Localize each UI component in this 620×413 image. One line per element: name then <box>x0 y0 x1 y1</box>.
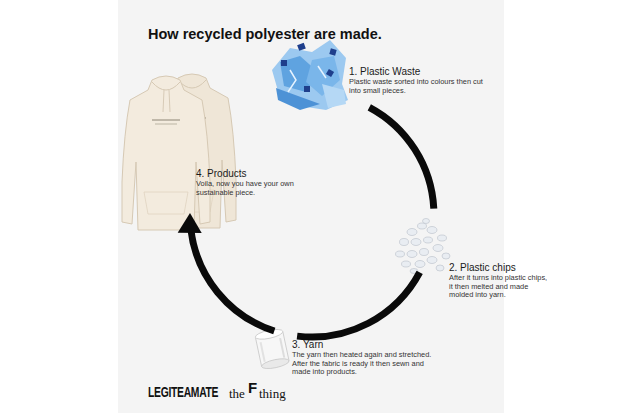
diagram-title: How recycled polyester are made. <box>148 26 382 42</box>
brand-logo-part: thing <box>259 386 286 402</box>
step-heading: 3. Yarn <box>292 339 444 350</box>
arrow-head <box>178 213 202 233</box>
step-heading: 2. Plastic chips <box>449 262 551 273</box>
cycle-arc <box>297 272 420 337</box>
step-description: Plastic waste sorted into colours then c… <box>349 78 487 95</box>
step-description: After it turns into plastic chips, it th… <box>449 274 551 300</box>
plastic-bottles-illustration <box>272 40 348 110</box>
cycle-arrow <box>369 107 434 208</box>
step-node: 1. Plastic WastePlastic waste sorted int… <box>349 66 487 95</box>
step-description: The yarn then heated again and stretched… <box>292 351 444 377</box>
step-node: 3. YarnThe yarn then heated again and st… <box>292 339 444 377</box>
step-node: 2. Plastic chipsAfter it turns into plas… <box>449 262 551 300</box>
plastic-chips-illustration <box>396 219 451 274</box>
cycle-arc <box>191 229 274 331</box>
hoodie-illustration <box>122 74 236 230</box>
brand-logo-part: F <box>248 379 257 396</box>
step-description: Voila, now you have your own sustainable… <box>196 180 318 197</box>
cycle-arrow <box>178 213 275 331</box>
brand-logo: LEGITEAMATE <box>148 384 218 400</box>
cycle-arrow <box>297 272 420 337</box>
step-heading: 4. Products <box>196 168 318 179</box>
step-heading: 1. Plastic Waste <box>349 66 487 77</box>
cycle-arc <box>369 107 434 208</box>
step-node: 4. ProductsVoila, now you have your own … <box>196 168 318 197</box>
brand-logo-part: the <box>229 386 245 402</box>
